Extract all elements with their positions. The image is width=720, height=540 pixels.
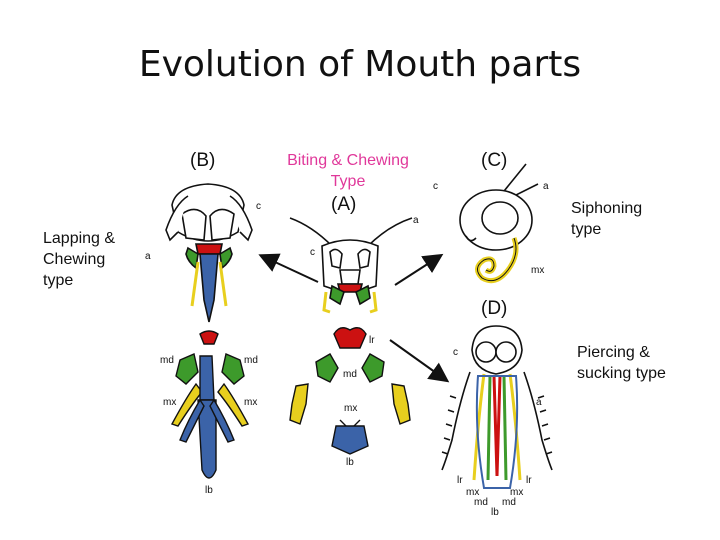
- part-label-md: md: [160, 355, 174, 366]
- caption-lapping-line1: Lapping &: [43, 230, 116, 247]
- caption-piercing-line1: Piercing &: [577, 344, 650, 361]
- biting-parts: [289, 327, 411, 455]
- caption-biting-line1: Biting & Chewing: [287, 152, 409, 169]
- panel-label-a: (A): [331, 194, 357, 215]
- part-label-lb: lb: [346, 457, 354, 468]
- caption-lapping-chewing: Lapping & Chewing type: [43, 228, 115, 291]
- piercing-head: [441, 325, 553, 489]
- arrow-to-b: [258, 253, 319, 283]
- lapping-head: [165, 183, 253, 323]
- part-label-lr: lr: [526, 475, 532, 486]
- caption-siphoning-line2: type: [571, 221, 602, 238]
- part-label-mx: mx: [531, 265, 545, 276]
- caption-siphoning-line1: Siphoning: [571, 200, 643, 217]
- caption-siphoning: Siphoning type: [571, 198, 642, 240]
- lapping-parts: [170, 330, 250, 479]
- caption-lapping-line3: type: [43, 272, 74, 289]
- part-label-mx: mx: [510, 487, 524, 498]
- arrow-to-d: [389, 339, 450, 383]
- part-label-lb: lb: [205, 485, 213, 496]
- part-label-mx: mx: [244, 397, 258, 408]
- siphoning-head: [459, 163, 539, 284]
- panel-label-c: (C): [481, 150, 508, 171]
- part-label-c: c: [453, 347, 458, 358]
- part-label-a: a: [536, 397, 542, 408]
- part-label-lr: lr: [369, 335, 375, 346]
- caption-piercing-sucking: Piercing & sucking type: [577, 342, 666, 384]
- arrow-to-c: [394, 253, 444, 286]
- part-label-mx: mx: [163, 397, 177, 408]
- slide-title: Evolution of Mouth parts: [138, 44, 582, 85]
- part-label-a: a: [145, 251, 151, 262]
- panel-label-d: (D): [481, 298, 508, 319]
- part-label-c: c: [310, 247, 315, 258]
- part-label-md: md: [502, 497, 516, 508]
- caption-biting-line2: Type: [330, 173, 366, 190]
- part-label-md: md: [474, 497, 488, 508]
- part-label-c: c: [256, 201, 261, 212]
- part-label-mx: mx: [466, 487, 480, 498]
- caption-lapping-line2: Chewing: [43, 251, 106, 268]
- caption-piercing-line2: sucking type: [577, 365, 666, 382]
- part-label-md: md: [343, 369, 357, 380]
- part-label-lb: lb: [491, 507, 499, 518]
- part-label-mx: mx: [344, 403, 358, 414]
- part-label-a: a: [413, 215, 419, 226]
- panel-label-b: (B): [190, 150, 216, 171]
- biting-head: [289, 217, 413, 314]
- part-label-md: md: [244, 355, 258, 366]
- caption-biting-chewing: Biting & Chewing Type: [268, 150, 428, 192]
- part-label-lr: lr: [457, 475, 463, 486]
- part-label-c: c: [433, 181, 438, 192]
- part-label-a: a: [543, 181, 549, 192]
